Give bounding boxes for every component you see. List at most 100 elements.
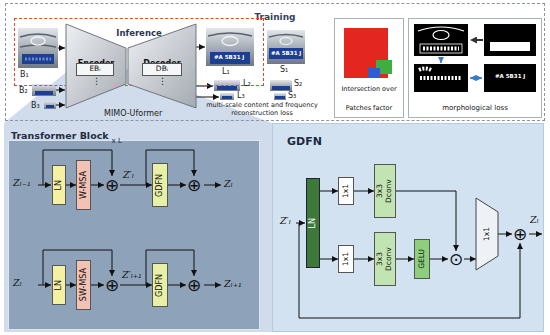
heading-suffix: x L: [112, 136, 122, 145]
input-photo: [18, 28, 58, 109]
flow-arrow: [168, 185, 186, 186]
residual-wires: [38, 150, 542, 318]
flow-arrow: [168, 285, 186, 286]
trapezoid-shape: [476, 198, 498, 270]
node-label: Intersection over Patches factor: [341, 85, 396, 112]
layer-box: W-MSA: [76, 160, 91, 210]
flow-arrow: [354, 259, 374, 260]
conv-box: 3x3 Dconv: [374, 164, 396, 218]
node-label: ⊕: [187, 277, 201, 293]
tensor-label: Z′ₗ: [123, 170, 134, 181]
mask-images: [414, 24, 536, 92]
node-label: 1x1: [483, 227, 492, 241]
product-symbol: ⊙: [448, 251, 464, 267]
layer-box: LN: [306, 178, 320, 268]
node-label: ⊕: [513, 226, 527, 242]
text-holder: 1x1: [339, 246, 353, 272]
text-holder: EBᵢ: [77, 64, 113, 75]
sum-symbol: ⊕: [512, 226, 528, 242]
tensor-label: Zₗ: [13, 278, 22, 289]
layer-box: GDFN: [152, 263, 168, 307]
node-label: GDFN: [155, 174, 164, 197]
text-holder: morphological loss: [412, 95, 538, 114]
plate-text: #A 5B31 J: [271, 50, 301, 56]
text-holder: ⊕: [186, 277, 202, 293]
scale-label: S₃: [288, 91, 296, 100]
ellipsis-mark: ⋮: [92, 76, 101, 86]
text-holder: GDFN: [153, 264, 167, 306]
text-holder: SW-MSA: [77, 261, 90, 309]
conv-box: 3x3 Dconv: [374, 232, 396, 286]
module-panel: Transformer Blockx LLNW-MSA⊕GDFN⊕LNSW-MS…: [8, 140, 260, 330]
panel-fill: [8, 140, 260, 330]
node-label: DBᵢ: [156, 65, 168, 74]
node-label: ⊕: [187, 177, 201, 193]
scale-label: S₁: [280, 65, 288, 74]
node-label: GDFN: [287, 135, 322, 148]
projection-trapezoid: 1x1: [476, 198, 498, 270]
trapezoid-shape: [66, 24, 126, 108]
text-holder: ⊕: [104, 177, 120, 193]
flow-arrow: [354, 191, 374, 192]
text-holder: LN: [53, 266, 65, 304]
module-panel: GDFNLN1x11x13x3 Dconv3x3 DconvGELU⊙1x1⊕: [272, 123, 544, 332]
text-holder: Training: [6, 5, 544, 24]
flow-arrow: [464, 259, 476, 260]
scale-label: L₃: [237, 91, 245, 100]
text-holder: LN: [307, 179, 319, 267]
text-holder: GDFN: [153, 164, 167, 206]
block-box: EBᵢ: [76, 63, 114, 76]
text-holder: 1x1: [339, 178, 353, 204]
scale-label: S₂: [294, 79, 302, 88]
node-label: 3x3 Dconv: [376, 176, 393, 206]
panel-fill: [272, 123, 544, 332]
node-label: GELU: [418, 249, 427, 269]
tensor-label: Zₗ₋₁: [13, 178, 31, 189]
node-label: Transformer Block: [11, 130, 109, 141]
node-label: GDFN: [155, 274, 164, 297]
tensor-label: Zₗ₊₁: [224, 279, 242, 290]
sharp-photo: [267, 30, 305, 100]
patch-squares: [344, 28, 392, 78]
plate-text: #A 5B31 J: [495, 73, 525, 79]
flow-arrow: [91, 185, 104, 186]
sum-symbol: ⊕: [186, 177, 202, 193]
node-label: LN: [54, 280, 63, 290]
conv-box: 1x1: [338, 177, 354, 205]
trapezoid-shape: [128, 24, 196, 108]
figure-panel: morphological loss: [408, 18, 542, 118]
layer-box: SW-MSA: [76, 260, 91, 310]
node-label: 1x1: [342, 252, 351, 266]
text-holder: DBᵢ: [143, 64, 181, 75]
sum-symbol: ⊕: [186, 277, 202, 293]
node-label: ⊕: [105, 277, 119, 293]
activation-box: GELU: [414, 239, 430, 279]
tensor-label: Zₗ: [530, 215, 539, 226]
node-label: Inference: [116, 28, 162, 38]
layer-box: LN: [52, 265, 66, 305]
text-holder: W-MSA: [77, 161, 90, 209]
tensor-label: Zₗ: [224, 179, 233, 190]
output-photo: [206, 28, 254, 100]
flow-arrow: [430, 259, 448, 260]
scale-label: L₁: [222, 67, 230, 76]
node-label: EBᵢ: [89, 65, 100, 74]
encoder-block: EncoderEBᵢ: [66, 24, 126, 108]
flow-arrow: [498, 234, 512, 235]
sum-symbol: ⊕: [104, 277, 120, 293]
flow-arrow: [320, 191, 338, 192]
node-label: LN: [308, 218, 317, 228]
node-label: SW-MSA: [79, 268, 88, 301]
flow-arrow: [91, 285, 104, 286]
text-holder: 1x1: [476, 198, 498, 270]
scale-label: L₂: [243, 79, 251, 88]
flow-arrow: [396, 259, 414, 260]
figure-panel: Intersection over Patches factor: [334, 18, 404, 118]
text-holder: LN: [53, 166, 65, 204]
layer-box: GDFN: [152, 163, 168, 207]
flow-arrow: [120, 285, 152, 286]
text-holder: ⊕: [186, 177, 202, 193]
node-label: LN: [54, 180, 63, 190]
sum-symbol: ⊕: [104, 177, 120, 193]
